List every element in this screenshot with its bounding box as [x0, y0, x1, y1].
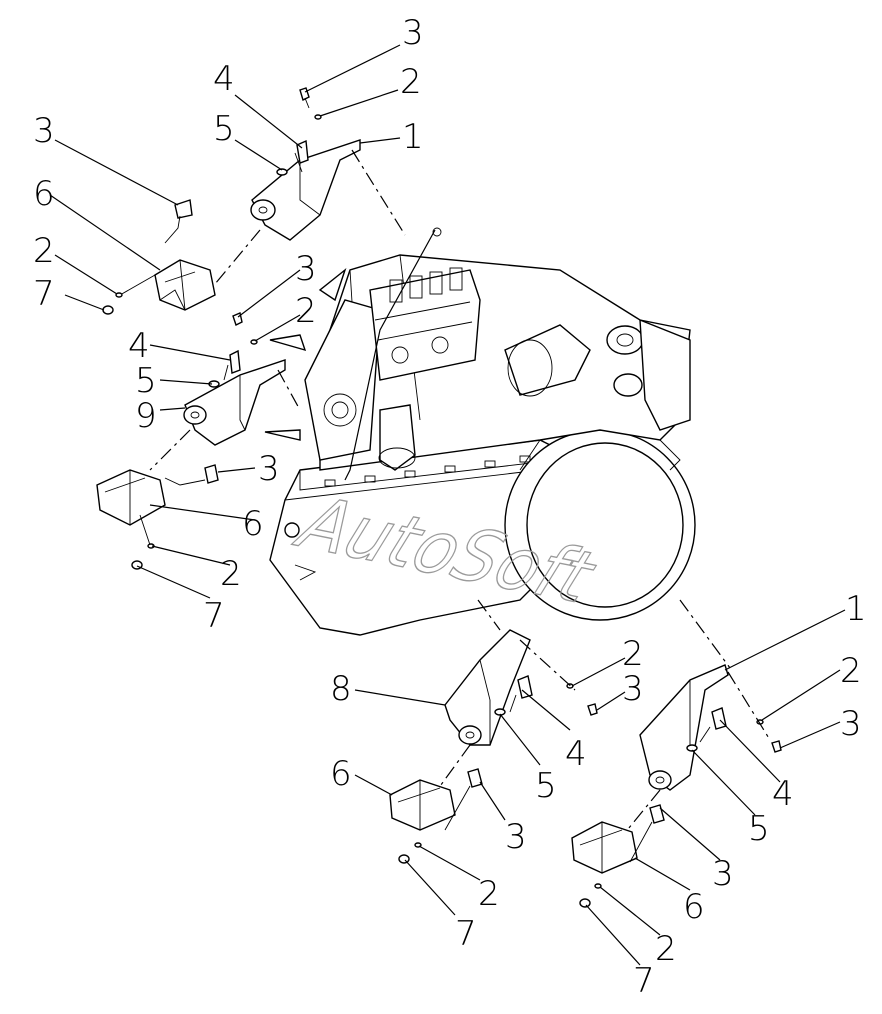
callout-3: 3 — [33, 111, 55, 151]
callout-5: 5 — [213, 109, 235, 149]
callout-5: 5 — [535, 766, 557, 806]
callout-3: 3 — [712, 854, 734, 894]
callout-3: 3 — [295, 249, 317, 289]
callout-1: 1 — [402, 117, 424, 157]
callout-9: 9 — [135, 396, 157, 436]
callout-5: 5 — [135, 361, 157, 401]
callout-7: 7 — [633, 961, 655, 1001]
callout-4: 4 — [565, 734, 587, 774]
callout-7: 7 — [33, 274, 55, 314]
callout-4: 4 — [128, 326, 150, 366]
callout-6: 6 — [330, 754, 352, 794]
callout-labels: 3 2 4 5 1 3 6 2 7 3 2 4 5 9 3 6 2 7 1 2 … — [33, 13, 867, 1001]
engine-assembly — [264, 227, 696, 636]
callout-5: 5 — [748, 809, 770, 849]
callout-7: 7 — [203, 596, 225, 636]
callout-3: 3 — [622, 669, 644, 709]
callout-6: 6 — [33, 174, 55, 214]
callout-3: 3 — [840, 704, 862, 744]
callout-2: 2 — [622, 634, 644, 674]
leader-lines — [49, 44, 846, 966]
callout-2: 2 — [33, 231, 55, 271]
callout-8: 8 — [330, 669, 352, 709]
callout-6: 6 — [683, 887, 705, 927]
upper-rear-bracket-group — [209, 87, 406, 291]
callout-7: 7 — [455, 914, 477, 954]
callout-4: 4 — [213, 59, 235, 99]
isolator-upper-left — [102, 199, 216, 315]
callout-2: 2 — [840, 651, 862, 691]
callout-2: 2 — [220, 554, 242, 594]
callout-4: 4 — [772, 774, 794, 814]
callout-3: 3 — [505, 817, 527, 857]
isolator-lower-right — [571, 804, 665, 908]
callout-3: 3 — [402, 13, 424, 53]
lower-middle-bracket-group — [429, 599, 598, 801]
callout-2: 2 — [295, 291, 317, 331]
callout-1: 1 — [845, 589, 867, 629]
callout-6: 6 — [242, 504, 264, 544]
isolator-front-left — [96, 464, 219, 570]
front-left-bracket-group — [149, 312, 301, 471]
callout-2: 2 — [478, 874, 500, 914]
callout-2: 2 — [655, 929, 677, 969]
callout-2: 2 — [400, 62, 422, 102]
isolator-lower-middle — [389, 768, 483, 864]
callout-3: 3 — [258, 449, 280, 489]
lower-right-bracket-group — [614, 599, 782, 846]
